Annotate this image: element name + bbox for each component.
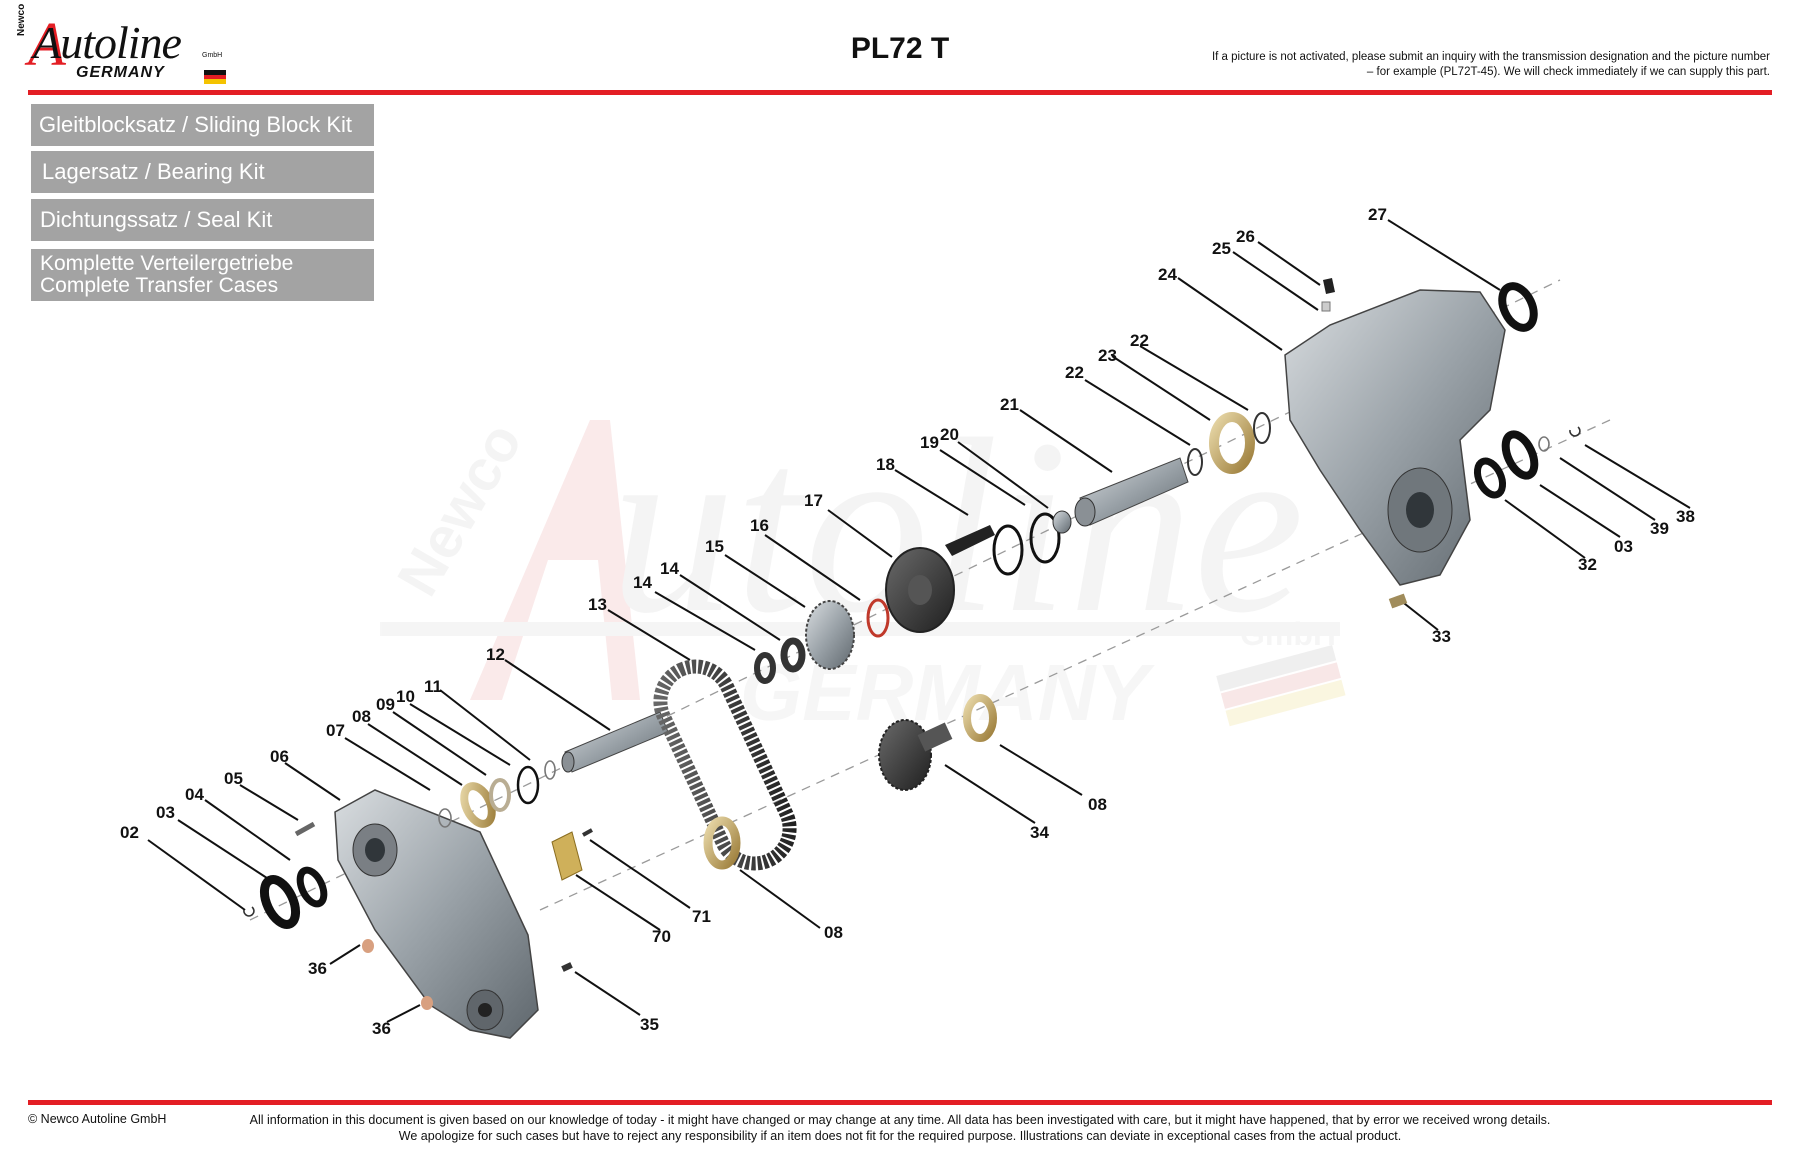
part-number: 02 (120, 823, 139, 842)
watermark-brand: utoline (610, 388, 1304, 665)
disclaimer-line-2: We apologize for such cases but have to … (398, 1129, 1402, 1143)
part-number: 05 (224, 769, 243, 788)
logo-letter-a: A (28, 11, 66, 79)
footer-divider (28, 1100, 1772, 1105)
part-number: 23 (1098, 346, 1117, 365)
part-number: 14 (660, 559, 679, 578)
part-number: 27 (1368, 205, 1387, 224)
germany-flag-icon (204, 70, 226, 84)
header-divider (28, 90, 1772, 95)
front-housing (334, 789, 539, 1039)
logo-gmbh-text: GmbH (202, 52, 223, 59)
part-number: 34 (1030, 823, 1049, 842)
part-number: 70 (652, 927, 671, 946)
part-number: 18 (876, 455, 895, 474)
part-number: 32 (1578, 555, 1597, 574)
rear-housing (1284, 278, 1581, 609)
complete-transfer-case-button[interactable]: Komplette Verteilergetriebe Complete Tra… (31, 249, 374, 301)
drive-chain (653, 659, 797, 871)
part-number: 03 (156, 803, 175, 822)
part-number: 33 (1432, 627, 1451, 646)
disclaimer-line-1: All information in this document is give… (249, 1113, 1551, 1127)
part-number: 08 (824, 923, 843, 942)
part-number: 21 (1000, 395, 1019, 414)
complete-transfer-case-label-de: Komplette Verteilergetriebe (40, 252, 294, 275)
part-number: 22 (1130, 331, 1149, 350)
part-number: 38 (1676, 507, 1695, 526)
part-number: 09 (376, 695, 395, 714)
part-number: 10 (396, 687, 415, 706)
sliding-block-kit-button[interactable]: Gleitblocksatz / Sliding Block Kit (31, 104, 374, 146)
part-number-labels: 02 03 04 05 06 07 08 09 10 11 12 13 14 1… (120, 205, 1695, 1038)
part-number: 12 (486, 645, 505, 664)
watermark-sub: GERMANY (740, 648, 1156, 737)
part-number: 08 (1088, 795, 1107, 814)
part-number: 13 (588, 595, 607, 614)
copyright-text: © Newco Autoline GmbH (28, 1112, 167, 1126)
part-number: 04 (185, 785, 204, 804)
seal-kit-button[interactable]: Dichtungssatz / Seal Kit (31, 199, 374, 241)
part-number: 07 (326, 721, 345, 740)
logo-brand: Autoline (33, 17, 182, 68)
part-number: 22 (1065, 363, 1084, 382)
watermark-newco: Newco (385, 412, 535, 606)
part-number: 20 (940, 425, 959, 444)
part-number: 36 (308, 959, 327, 978)
part-number: 14 (633, 573, 652, 592)
front-small-parts (243, 760, 573, 1010)
part-number: 26 (1236, 227, 1255, 246)
watermark: utoline Newco GmbH GERMANY (380, 388, 1346, 737)
watermark-gmbh: GmbH (1240, 616, 1336, 652)
part-number: 24 (1158, 265, 1177, 284)
disclaimer-text: All information in this document is give… (200, 1112, 1600, 1144)
part-number: 11 (424, 677, 442, 696)
inquiry-notice: If a picture is not activated, please su… (1211, 51, 1770, 78)
part-number: 36 (372, 1019, 391, 1038)
part-number: 17 (804, 491, 823, 510)
complete-transfer-case-label-en: Complete Transfer Cases (40, 274, 279, 297)
part-number: 19 (920, 433, 939, 452)
part-number: 71 (692, 907, 711, 926)
center-parts (551, 412, 1271, 881)
bearing-kit-button[interactable]: Lagersatz / Bearing Kit (31, 151, 374, 193)
part-number: 08 (352, 707, 371, 726)
part-number: 25 (1212, 239, 1231, 258)
logo-sub-text: GERMANY (76, 64, 165, 81)
part-number: 39 (1650, 519, 1669, 538)
shaft-12 (561, 711, 669, 773)
part-number: 15 (705, 537, 724, 556)
part-number: 35 (640, 1015, 659, 1034)
page-title: PL72 T (850, 32, 950, 65)
part-number: 03 (1614, 537, 1633, 556)
part-number: 16 (750, 516, 769, 535)
part-number: 06 (270, 747, 289, 766)
leader-lines (147, 219, 1691, 1023)
